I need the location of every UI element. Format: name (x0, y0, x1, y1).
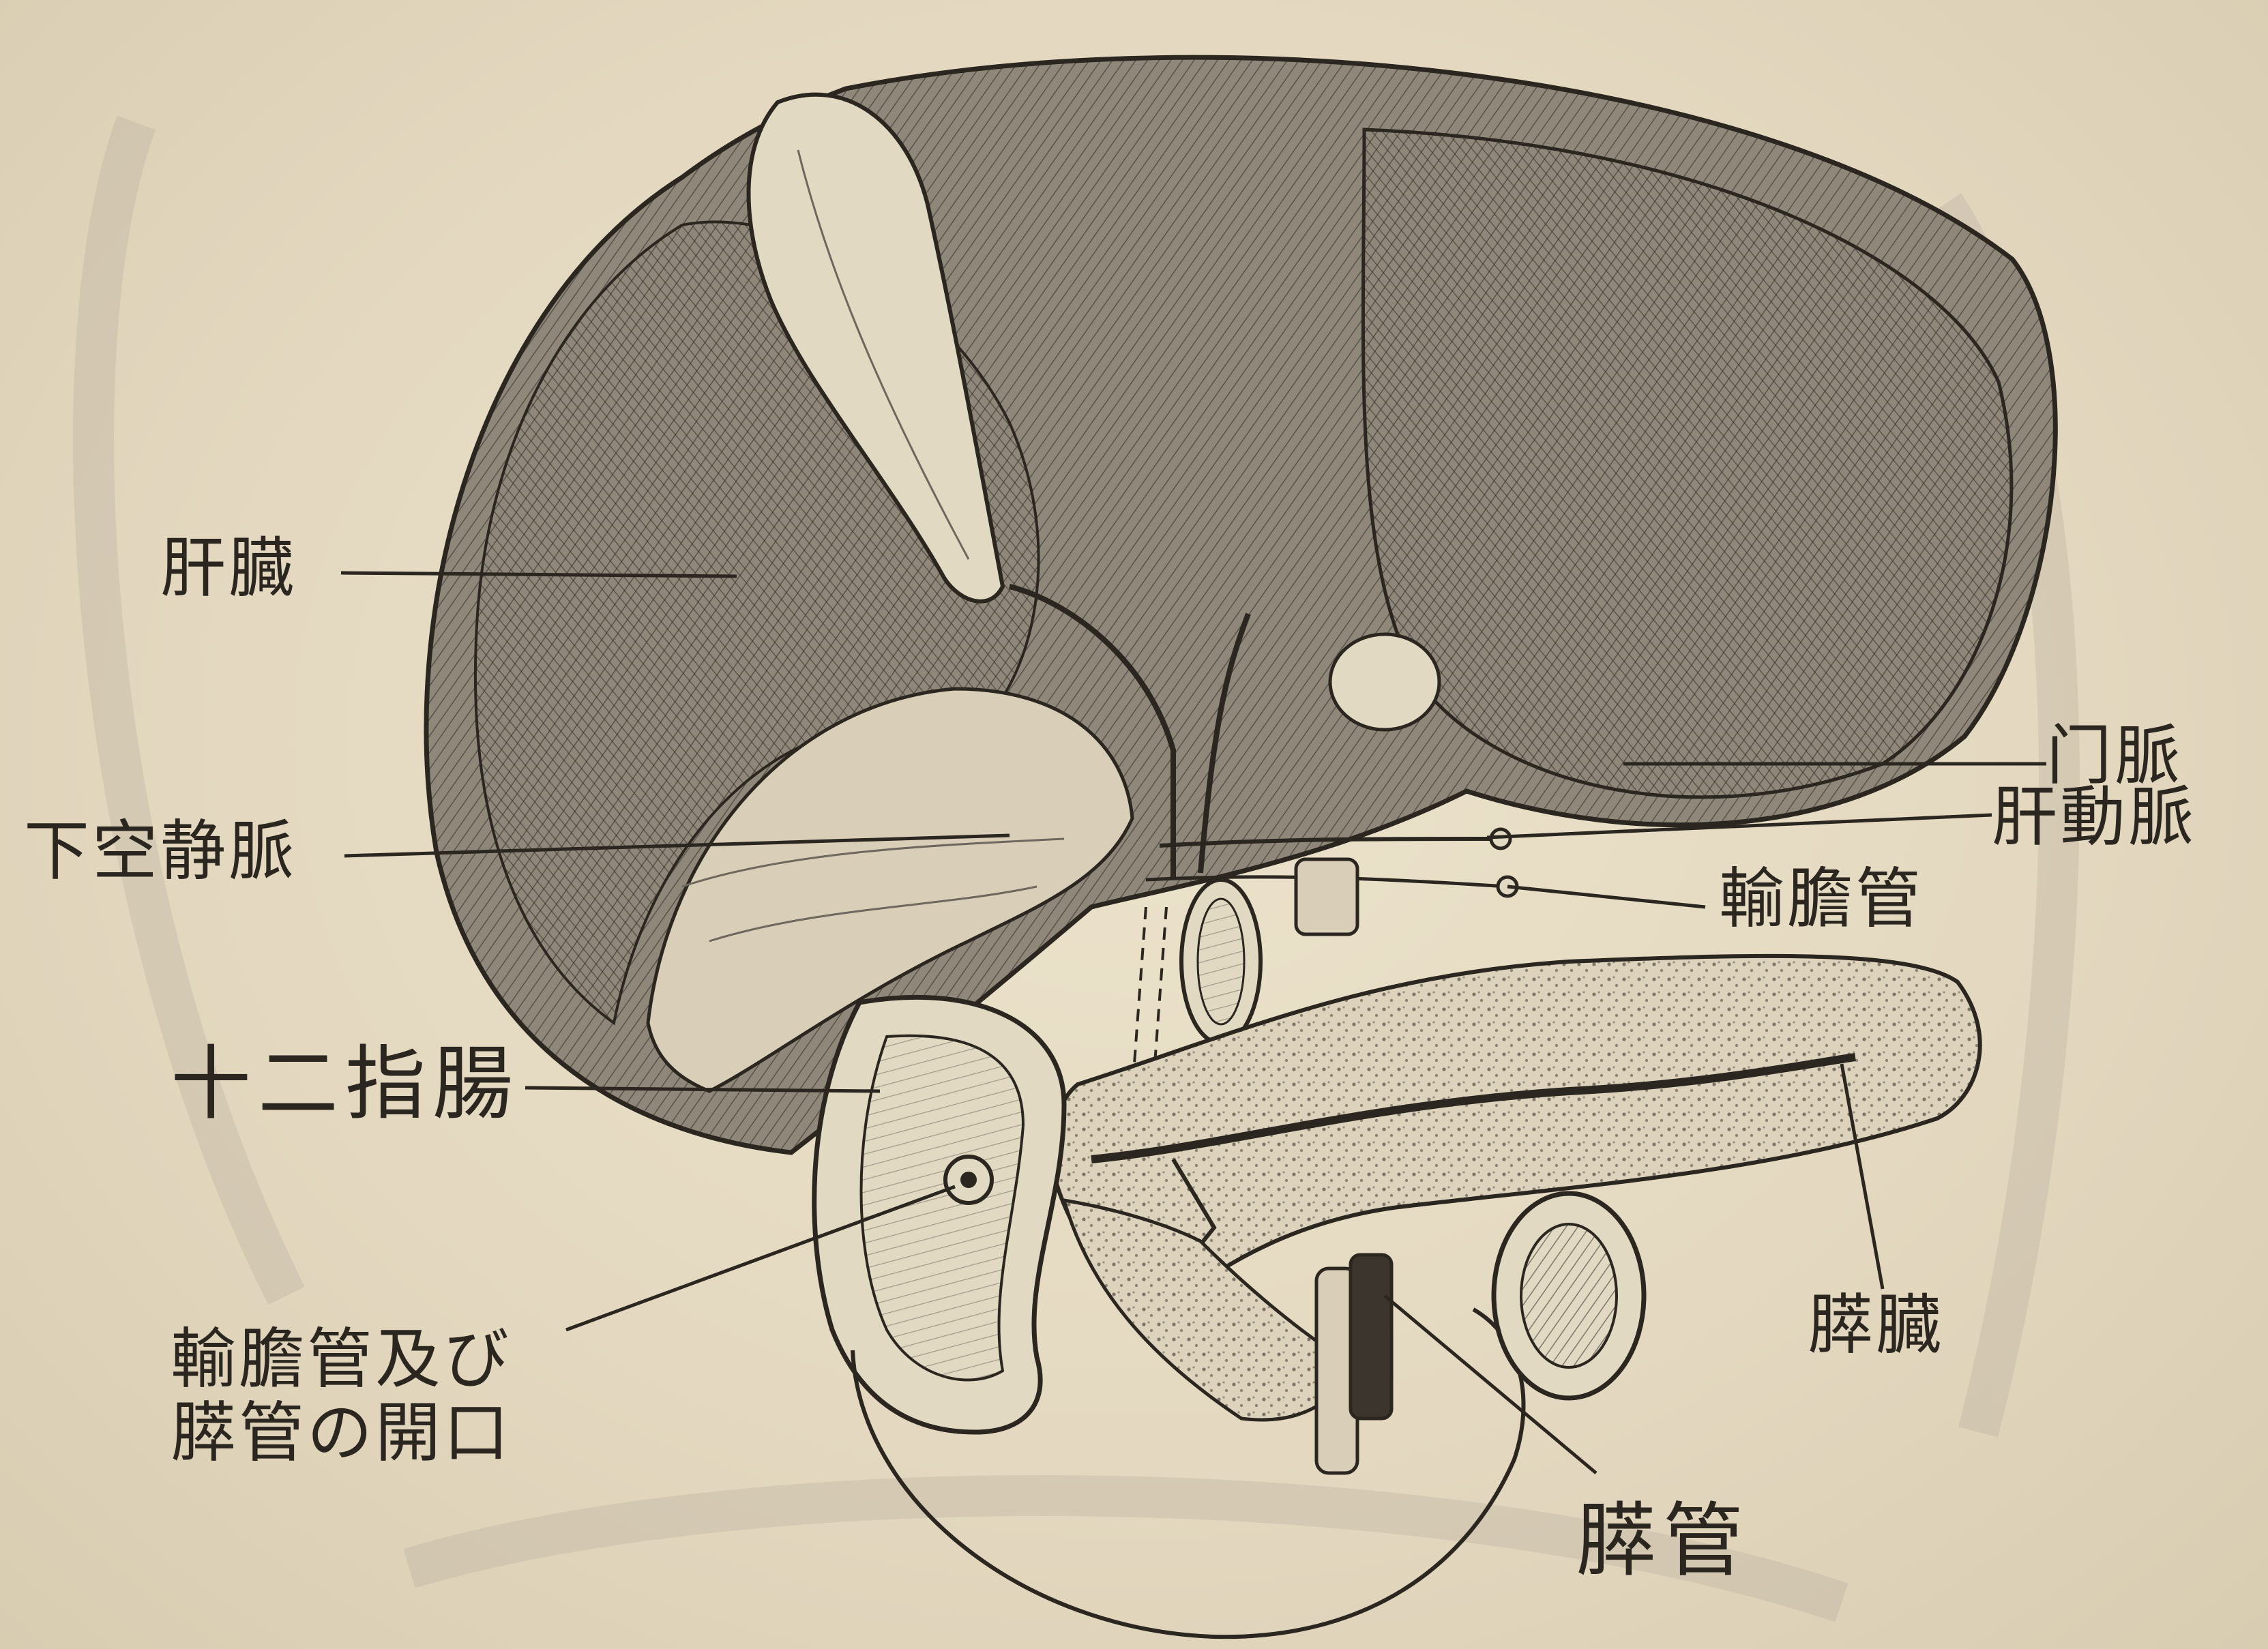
label-opening-line1: 輸膽管及び (171, 1323, 512, 1397)
label-bile-pancreatic-opening: 輸膽管及び 膵管の開口 (171, 1323, 512, 1470)
label-liver: 肝臓 (160, 535, 297, 601)
label-bile-duct: 輸膽管 (1719, 866, 1924, 932)
bowel-cross-section (1494, 1193, 1644, 1398)
pancreas-drawing (1050, 956, 1980, 1473)
leader-bile-duct (1507, 887, 1705, 907)
label-opening-line2: 膵管の開口 (171, 1397, 512, 1470)
label-pancreas: 膵臓 (1808, 1292, 1944, 1358)
label-pancreatic-duct: 膵管 (1576, 1500, 1750, 1581)
label-hepatic-artery: 肝動脈 (1992, 784, 2196, 850)
label-duodenum: 十二指腸 (171, 1043, 520, 1124)
label-inferior-vena-cava: 下空静脈 (24, 818, 297, 884)
